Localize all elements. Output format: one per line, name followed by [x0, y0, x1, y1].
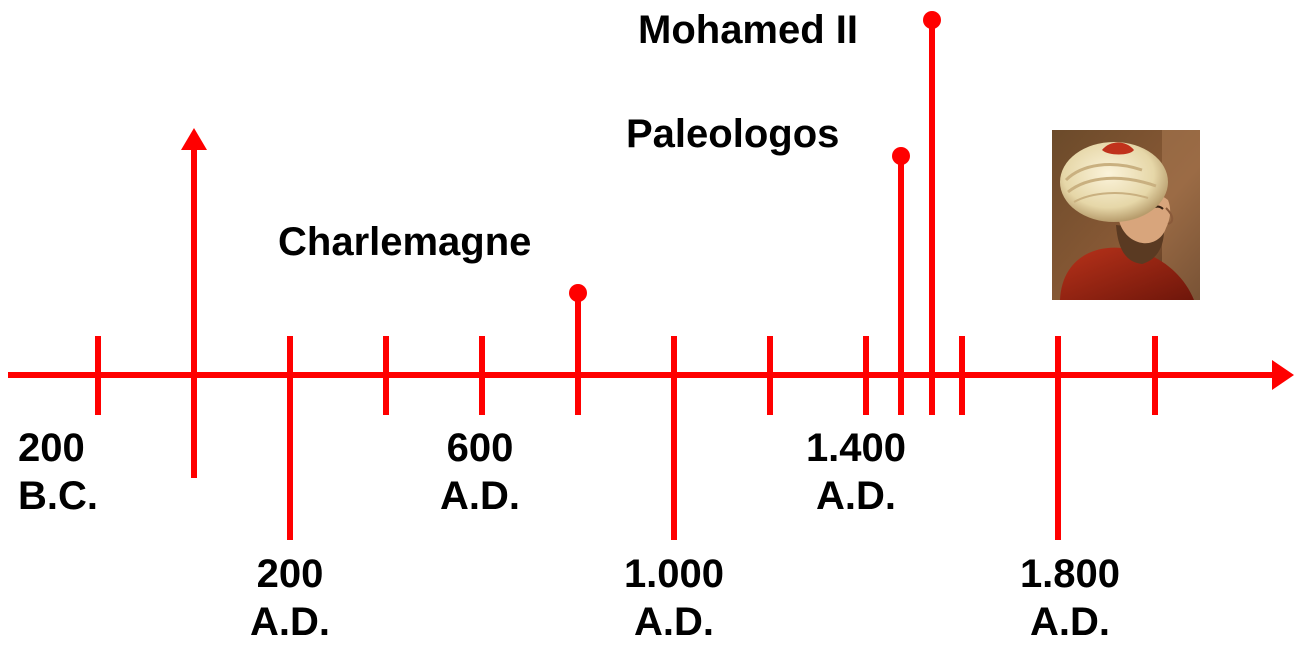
year-label-era: A.D.	[816, 474, 896, 518]
year-label-era: B.C.	[18, 474, 98, 518]
year-label-600-ad: 600 A.D.	[400, 424, 560, 520]
event-label-mohamed-ii: Mohamed II	[638, 8, 859, 52]
event-marker-mohamed-ii-dot	[923, 11, 941, 29]
year-label-number: 1.000	[623, 552, 725, 596]
year-label-era: A.D.	[1030, 600, 1110, 644]
event-label-paleologos: Paleologos	[626, 112, 840, 156]
era-divider-arrowhead	[181, 128, 207, 150]
axis-arrowhead-right	[1272, 360, 1294, 390]
year-label-number: 200	[256, 552, 324, 596]
year-label-number: 600	[446, 426, 514, 470]
year-label-era: A.D.	[440, 474, 520, 518]
year-label-200-ad: 200 A.D.	[210, 550, 370, 646]
year-label-1800-ad: 1.800 A.D.	[990, 550, 1150, 646]
year-label-era: A.D.	[634, 600, 714, 644]
event-label-charlemagne: Charlemagne	[278, 220, 532, 264]
year-label-era: A.D.	[250, 600, 330, 644]
year-label-number: 200	[18, 426, 85, 470]
year-label-1000-ad: 1.000 A.D.	[594, 550, 754, 646]
event-marker-paleologos-dot	[892, 147, 910, 165]
event-marker-charlemagne-dot	[569, 284, 587, 302]
year-label-200-bc: 200 B.C.	[18, 424, 98, 520]
year-label-number: 1.800	[1019, 552, 1121, 596]
portrait-image	[1052, 130, 1200, 300]
year-label-1400-ad: 1.400 A.D.	[776, 424, 936, 520]
year-label-number: 1.400	[805, 426, 907, 470]
